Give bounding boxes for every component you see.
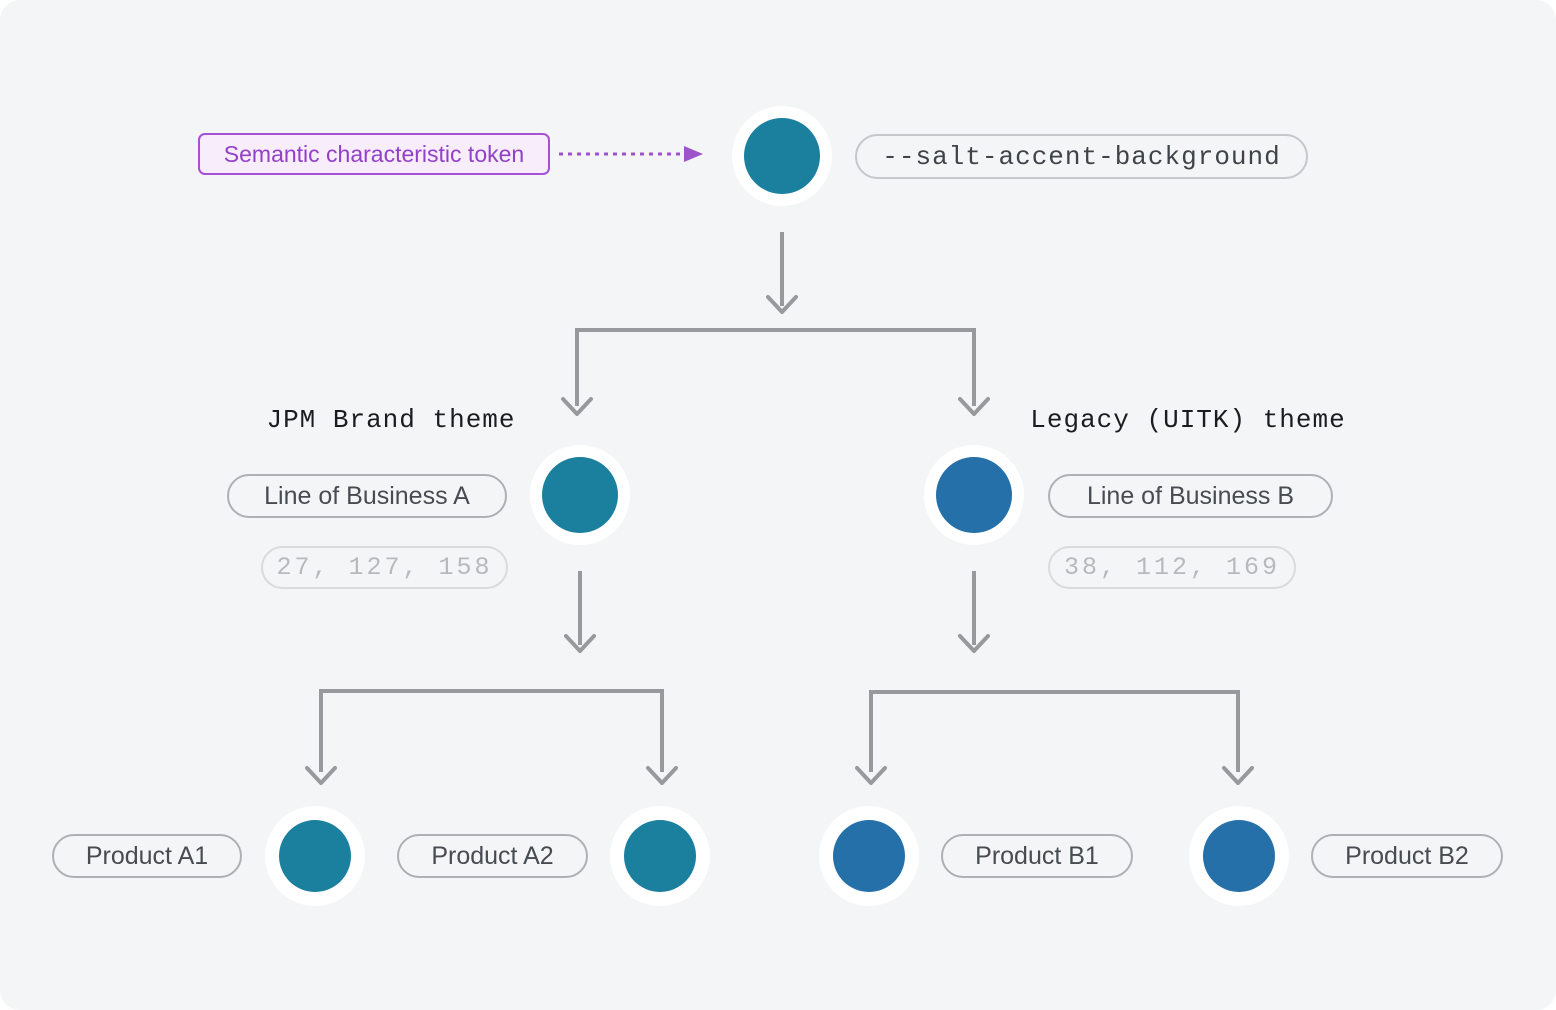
root-token-node bbox=[732, 106, 832, 206]
product-b2-swatch bbox=[1203, 820, 1275, 892]
product-b1-label: Product B1 bbox=[975, 841, 1099, 870]
jpm-products-connector bbox=[305, 689, 678, 785]
legacy-lob-pill: Line of Business B bbox=[1048, 474, 1333, 518]
jpm-rgb-pill: 27, 127, 158 bbox=[261, 546, 508, 589]
root-token-name: --salt-accent-background bbox=[882, 141, 1281, 172]
product-a1-label: Product A1 bbox=[85, 841, 209, 870]
product-a1-pill: Product A1 bbox=[52, 834, 242, 878]
jpm-lob-label: Line of Business A bbox=[264, 481, 470, 510]
jpm-rgb-value: 27, 127, 158 bbox=[276, 553, 493, 582]
jpm-theme-node bbox=[530, 445, 630, 545]
legacy-rgb-value: 38, 112, 169 bbox=[1063, 553, 1281, 582]
annotation-dotted-arrow bbox=[559, 146, 703, 162]
product-a2-label: Product A2 bbox=[431, 841, 554, 870]
legacy-theme-label: Legacy (UITK) theme bbox=[1030, 405, 1346, 435]
jpm-lob-pill: Line of Business A bbox=[227, 474, 507, 518]
legacy-lob-label: Line of Business B bbox=[1086, 481, 1295, 510]
legacy-theme-node bbox=[924, 445, 1024, 545]
root-down-arrow bbox=[766, 232, 798, 314]
product-b2-pill: Product B2 bbox=[1311, 834, 1503, 878]
product-a1-swatch bbox=[279, 820, 351, 892]
annotation-arrowhead-icon bbox=[684, 146, 703, 162]
jpm-theme-label: JPM Brand theme bbox=[266, 405, 516, 435]
product-b2-node bbox=[1189, 806, 1289, 906]
product-a2-node bbox=[610, 806, 710, 906]
legacy-rgb-pill: 38, 112, 169 bbox=[1048, 546, 1296, 589]
legacy-down-arrow bbox=[958, 571, 990, 653]
root-token-swatch bbox=[744, 118, 820, 194]
root-token-pill: --salt-accent-background bbox=[855, 134, 1308, 179]
themes-branch-connector bbox=[561, 328, 990, 416]
product-b1-node bbox=[819, 806, 919, 906]
legacy-theme-swatch bbox=[936, 457, 1012, 533]
legacy-products-connector bbox=[855, 690, 1254, 785]
product-a1-node bbox=[265, 806, 365, 906]
semantic-token-callout-label: Semantic characteristic token bbox=[223, 140, 525, 167]
jpm-theme-swatch bbox=[542, 457, 618, 533]
product-a2-pill: Product A2 bbox=[397, 834, 588, 878]
product-b2-label: Product B2 bbox=[1345, 841, 1469, 870]
product-b1-pill: Product B1 bbox=[941, 834, 1133, 878]
semantic-token-callout: Semantic characteristic token bbox=[198, 133, 550, 175]
product-a2-swatch bbox=[624, 820, 696, 892]
product-b1-swatch bbox=[833, 820, 905, 892]
jpm-down-arrow bbox=[564, 571, 596, 653]
